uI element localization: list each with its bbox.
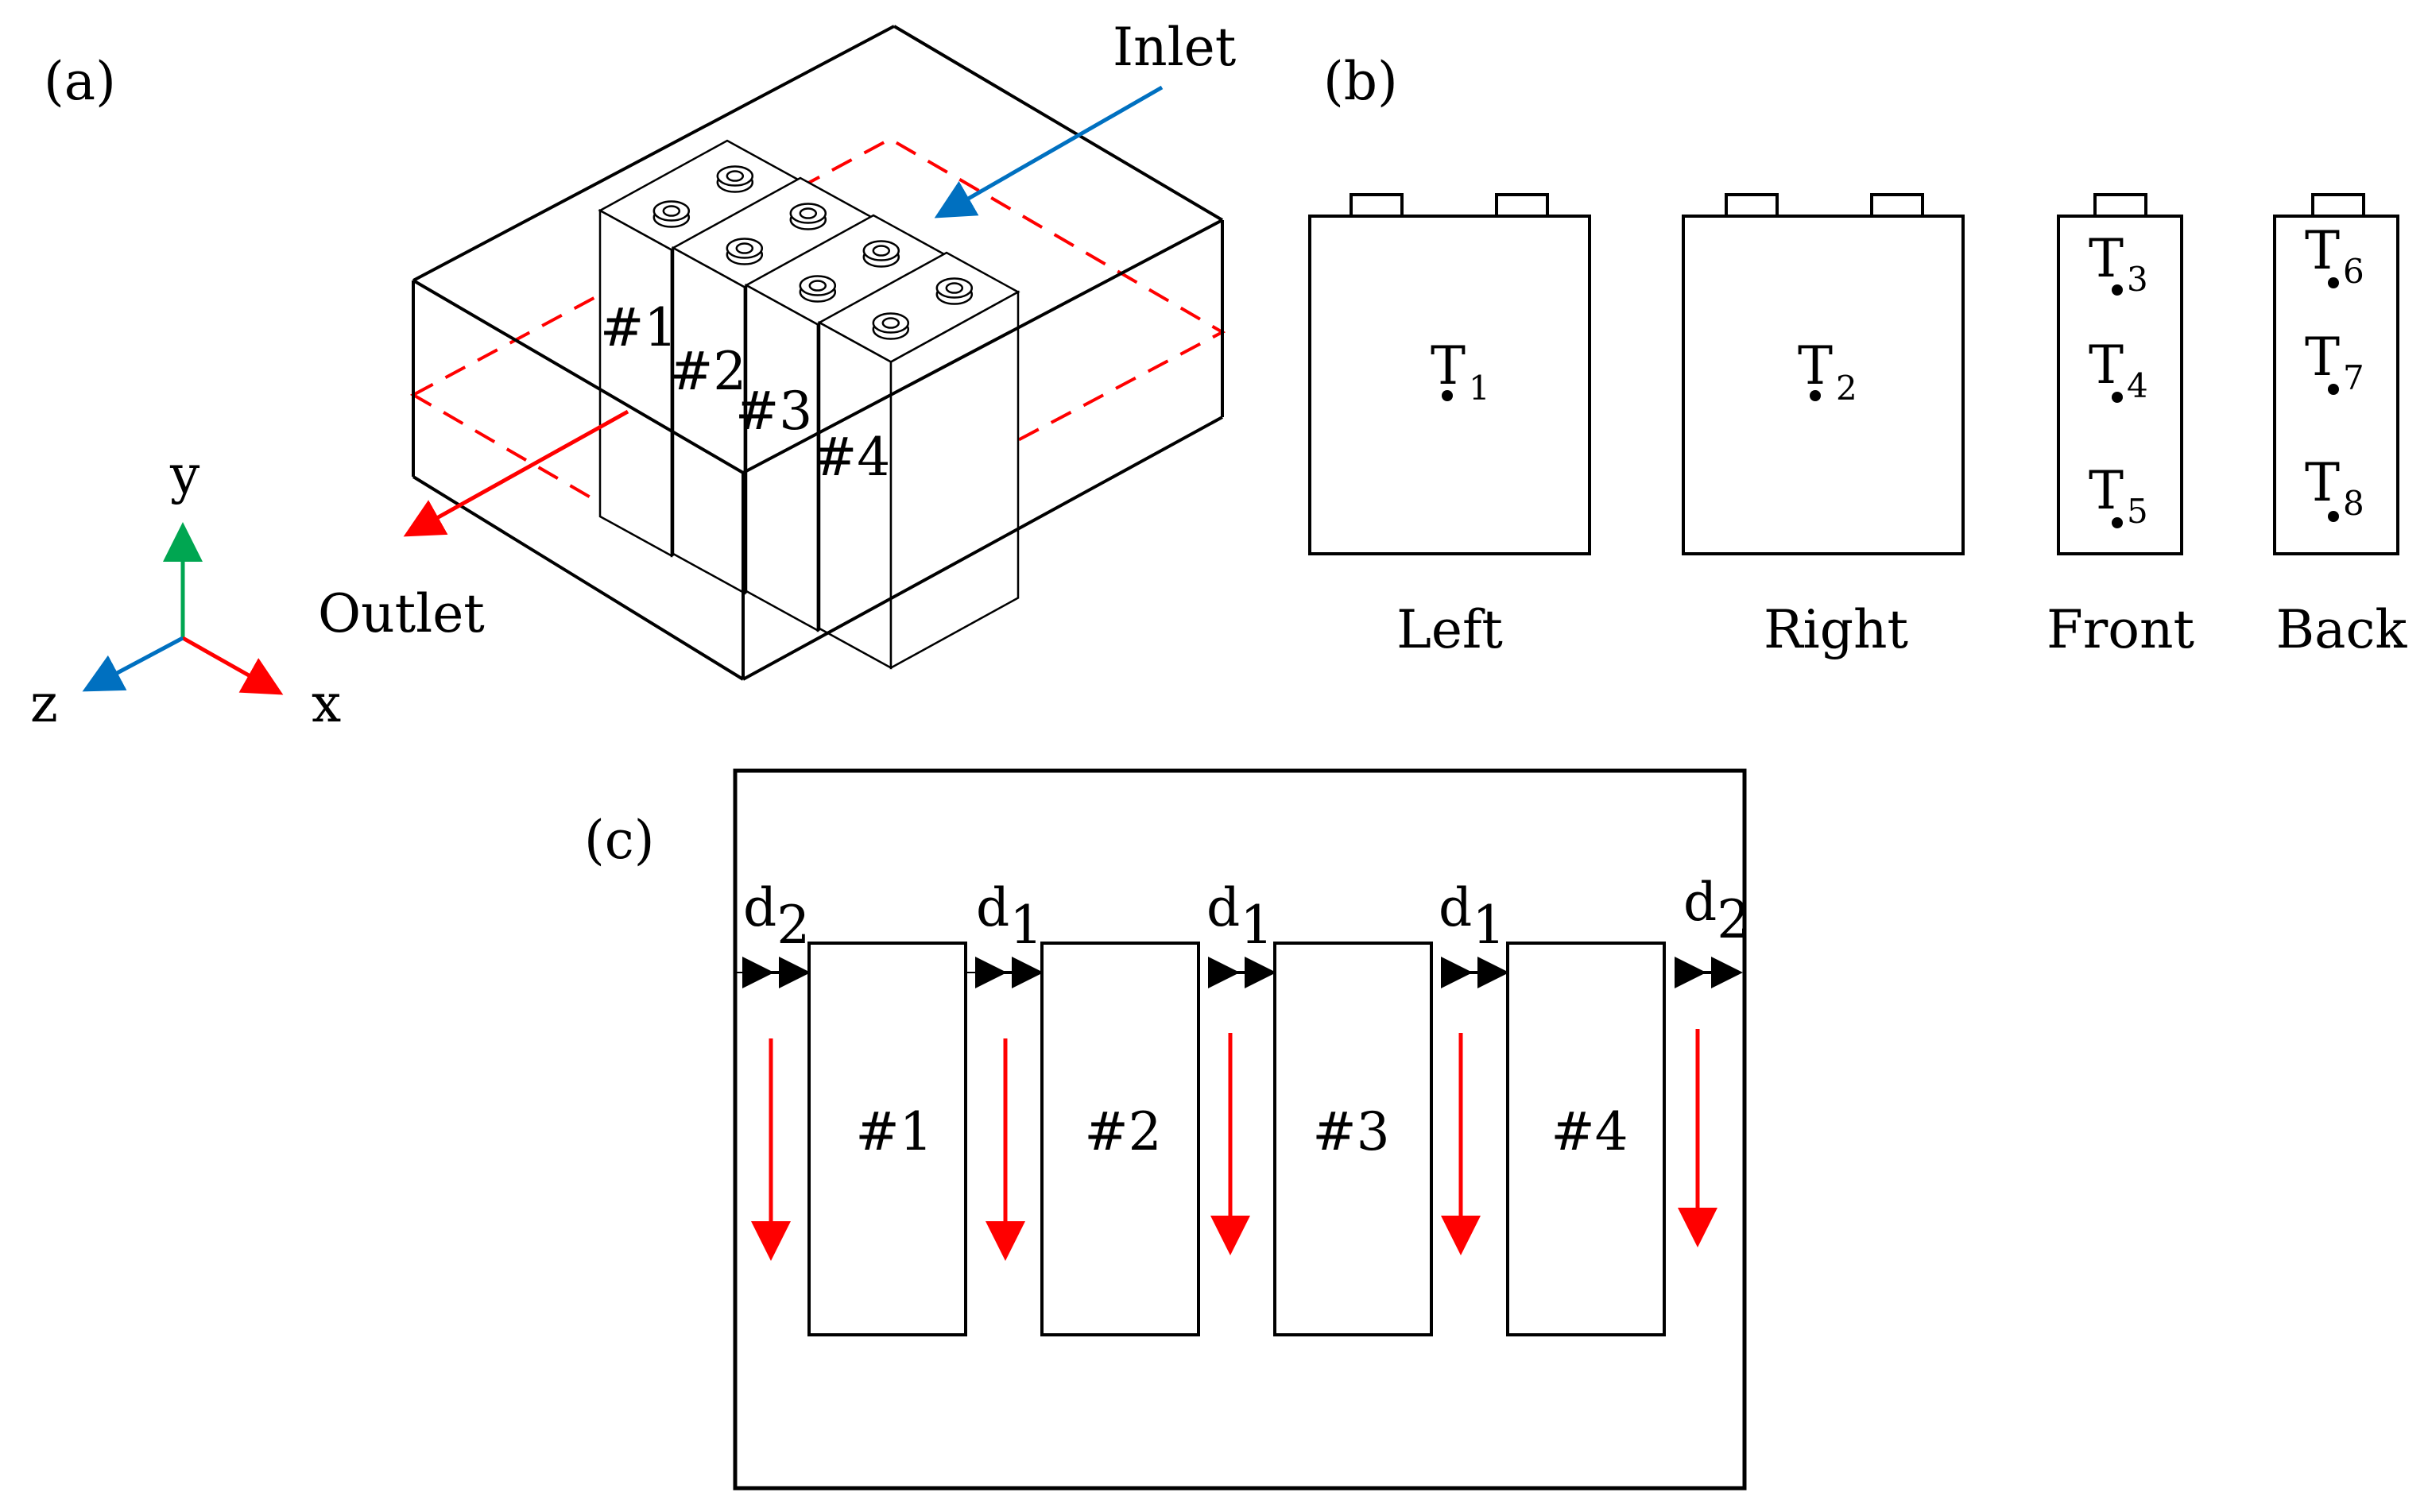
coordinate-axes: y x z — [30, 444, 341, 734]
sensor-point-t2 — [1810, 390, 1821, 401]
x-axis-label: x — [312, 673, 341, 734]
top-view-cell-1 — [807, 942, 967, 1336]
sensor-point-t8 — [2328, 511, 2339, 522]
sensor-label-t1: T1 — [1431, 335, 1490, 408]
outlet-label: Outlet — [318, 583, 485, 644]
sensor-label-t5: T5 — [2089, 460, 2148, 531]
panel-a: (a) #1 #2 #3 #4 Inlet Outlet — [30, 17, 1236, 734]
battery-cell-front-face — [818, 320, 893, 670]
gap-label-1: d2 — [743, 877, 810, 956]
sensor-label-t4: T4 — [2089, 334, 2148, 405]
battery-cell-4 — [817, 251, 1020, 670]
top-view-label-2: #2 — [1084, 1101, 1161, 1162]
battery-label-3: #3 — [735, 381, 812, 442]
inlet-label: Inlet — [1113, 17, 1236, 78]
battery-cells — [598, 139, 1020, 670]
terminal-hole-1 — [662, 205, 681, 217]
panel-label-c: (c) — [584, 810, 654, 871]
terminal-hole-2 — [799, 207, 818, 219]
view-name-front: Front — [2047, 599, 2194, 660]
top-view-label-3: #3 — [1312, 1101, 1389, 1162]
top-view-cell-3 — [1273, 942, 1433, 1336]
x-axis-arrow — [181, 636, 284, 695]
sensor-point-t7 — [2328, 384, 2339, 395]
front-view-terminal — [2093, 193, 2147, 218]
left-view-terminal-1 — [1350, 193, 1404, 218]
terminal-hole-2 — [726, 170, 745, 182]
sensor-label-t8: T8 — [2305, 452, 2364, 523]
terminal-hole-1 — [808, 280, 827, 292]
terminal-hole-2 — [872, 245, 891, 257]
back-view-terminal — [2311, 193, 2365, 218]
sensor-point-t4 — [2112, 392, 2123, 403]
battery-label-2: #2 — [669, 341, 746, 402]
right-view-terminal-1 — [1725, 193, 1779, 218]
top-view-label-4: #4 — [1551, 1101, 1628, 1162]
sensor-label-t7: T7 — [2305, 327, 2364, 397]
outlet-arrow — [403, 409, 629, 537]
battery-cell-front-face — [598, 208, 673, 558]
top-view-cell-4 — [1506, 942, 1666, 1336]
view-name-left: Left — [1396, 599, 1503, 660]
view-name-right: Right — [1764, 599, 1908, 660]
z-axis-arrow — [82, 636, 184, 692]
battery-cell-front-face — [672, 246, 746, 595]
sensor-point-t6 — [2328, 277, 2339, 288]
terminal-hole-1 — [735, 242, 754, 254]
gap-label-2: d1 — [976, 877, 1043, 956]
enclosure-back-edges — [412, 25, 1224, 282]
y-axis-label: y — [169, 444, 200, 505]
panel-label-a: (a) — [44, 51, 116, 112]
sensor-point-t3 — [2112, 284, 2123, 296]
front-view-cell — [2057, 215, 2183, 555]
panel-label-b: (b) — [1323, 51, 1398, 112]
gap-label-5: d2 — [1683, 872, 1750, 950]
battery-cell-front-face — [745, 283, 819, 632]
view-name-back: Back — [2276, 599, 2408, 660]
channel-outline — [733, 768, 1747, 1491]
top-view-label-1: #1 — [855, 1101, 932, 1162]
sensor-label-t2: T2 — [1798, 335, 1857, 408]
panel-b: (b) T1 — [1308, 51, 2408, 660]
terminal-hole-1 — [881, 317, 900, 329]
gap-label-3: d1 — [1206, 877, 1273, 956]
sensor-label-t6: T6 — [2305, 220, 2364, 291]
battery-cell-side-face — [889, 290, 1020, 670]
battery-label-1: #1 — [600, 297, 677, 358]
right-view-cell — [1682, 215, 1965, 555]
top-view-cell-2 — [1040, 942, 1200, 1336]
sensor-point-t5 — [2112, 517, 2123, 528]
battery-label-4: #4 — [813, 427, 890, 488]
enclosure-front-edges — [412, 218, 1224, 681]
right-view-terminal-2 — [1870, 193, 1924, 218]
gap-label-4: d1 — [1439, 877, 1505, 956]
inlet-arrow — [934, 85, 1164, 218]
panel-c: (c) #1 #2 #3 #4 d2 d1 d1 d1 d2 — [584, 768, 1750, 1491]
left-view-terminal-2 — [1495, 193, 1549, 218]
z-axis-label: z — [30, 673, 58, 734]
terminal-hole-2 — [945, 282, 964, 294]
sensor-point-t1 — [1442, 390, 1453, 401]
sensor-label-t3: T3 — [2089, 228, 2148, 299]
left-view-cell — [1308, 215, 1591, 555]
